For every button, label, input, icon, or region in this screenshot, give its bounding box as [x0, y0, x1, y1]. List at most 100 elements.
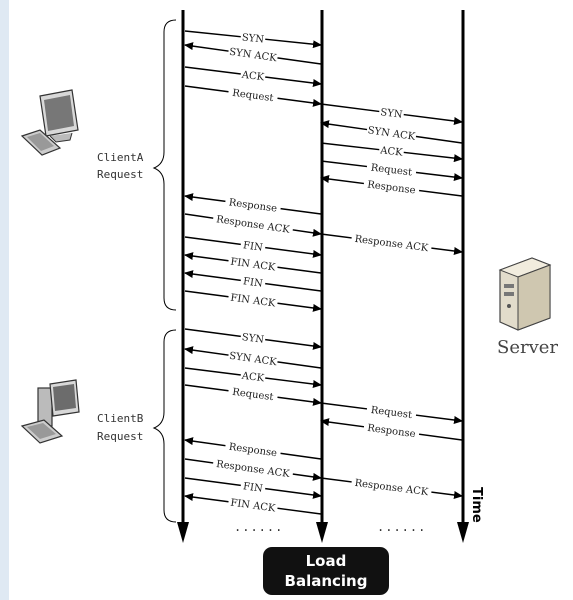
message-label-backdrop [227, 254, 279, 274]
message-label: SYN ACK [228, 351, 277, 369]
message-label-backdrop [227, 349, 279, 368]
message-arrow: Request [320, 160, 463, 182]
message-arrow: Response ACK [320, 475, 463, 499]
clientA-computer-icon [20, 89, 79, 156]
message-label-backdrop [240, 330, 266, 346]
lb-server-ellipsis: ...... [377, 520, 426, 534]
message-arrow: SYN [184, 328, 322, 350]
message-arrow: Response [320, 418, 463, 441]
message-label-backdrop [212, 456, 294, 481]
server-icon [498, 257, 552, 331]
message-label-backdrop [224, 439, 282, 460]
server-lifeline-arrowhead [457, 522, 469, 543]
message-label-backdrop [240, 238, 266, 254]
server-label: Server [497, 337, 558, 358]
message-label: ACK [379, 145, 404, 159]
message-label: SYN [241, 332, 265, 346]
load-balancing-label-line2: Balancing [284, 572, 368, 590]
message-label-backdrop [227, 495, 279, 515]
message-arrow: FIN [184, 236, 322, 258]
message-label: SYN [241, 32, 264, 45]
message-label: FIN ACK [230, 257, 277, 274]
message-arrow: Response [184, 437, 322, 460]
message-arrow: ACK [320, 142, 463, 163]
message-label: Response ACK [215, 459, 290, 480]
message-label-backdrop [378, 143, 405, 159]
message-arrow: Response [184, 193, 322, 215]
message-label: Request [370, 163, 412, 179]
message-arrow: SYN ACK [320, 120, 463, 144]
clientA-label-line1: ClientA [97, 151, 144, 164]
lb-lifeline-arrowhead [316, 522, 328, 543]
message-arrow: ACK [184, 66, 322, 87]
clientB-label-line1: ClientB [97, 412, 144, 425]
message-label: Response [367, 179, 417, 196]
message-label: ACK [240, 371, 265, 385]
message-label: FIN [242, 276, 263, 290]
message-arrow: SYN ACK [184, 42, 322, 65]
client-lifeline-arrowhead [177, 522, 189, 543]
load-balancing-label-line1: Load [305, 552, 347, 570]
message-label-backdrop [366, 160, 417, 179]
message-label-backdrop [212, 212, 294, 236]
clientB-brace [152, 329, 177, 523]
message-label-backdrop [363, 177, 420, 197]
message-label: Response [228, 197, 278, 214]
message-label-backdrop [378, 105, 405, 121]
message-label-backdrop [366, 123, 417, 143]
message-label-backdrop [224, 195, 282, 215]
message-arrow: Response [320, 175, 463, 197]
message-arrow: Request [184, 85, 322, 107]
page-edge [0, 0, 9, 600]
message-label: Request [232, 387, 274, 403]
message-label-backdrop [227, 384, 279, 404]
message-label-backdrop [240, 68, 266, 83]
message-arrow: Request [184, 384, 322, 406]
message-arrow: ACK [184, 367, 322, 388]
message-arrow: FIN ACK [184, 493, 322, 515]
message-label: Response ACK [215, 214, 290, 236]
message-label: FIN [242, 240, 263, 254]
load-balancing-badge: Load Balancing [263, 547, 389, 595]
message-arrow: FIN [184, 477, 322, 499]
message-label-backdrop [240, 369, 266, 384]
message-arrow: SYN [320, 103, 463, 125]
message-label-backdrop [227, 45, 279, 64]
clientA-label-line2: Request [97, 168, 143, 181]
message-arrow: SYN ACK [184, 346, 322, 369]
clientA-brace [152, 19, 177, 311]
message-label: Response ACK [354, 234, 429, 254]
message-label: FIN ACK [230, 293, 277, 310]
message-label-backdrop [240, 30, 266, 46]
message-label: Response [228, 442, 278, 460]
message-label: SYN ACK [228, 47, 277, 65]
message-arrow: Response ACK [184, 212, 322, 237]
message-arrow: Request [320, 402, 463, 424]
message-label-backdrop [227, 290, 279, 310]
message-label: Response ACK [354, 478, 429, 498]
message-label: SYN [380, 107, 404, 121]
message-label-backdrop [227, 85, 279, 105]
message-label: Response [367, 423, 417, 440]
message-label: Request [370, 405, 412, 421]
client-lb-ellipsis: ...... [234, 520, 283, 534]
clientB-label-line2: Request [97, 430, 143, 443]
message-arrow: FIN ACK [184, 290, 322, 312]
message-arrow: FIN ACK [184, 252, 322, 274]
message-arrow: SYN [184, 30, 322, 49]
message-label: FIN ACK [230, 498, 277, 515]
message-arrow: FIN [184, 270, 322, 292]
message-label-backdrop [350, 231, 433, 255]
message-arrow: Response ACK [320, 231, 463, 255]
message-label-backdrop [240, 479, 266, 495]
message-label-backdrop [363, 420, 420, 441]
message-arrow: Response ACK [184, 456, 322, 481]
clientB-computer-icon [20, 379, 80, 444]
message-label: ACK [240, 70, 265, 84]
message-label: Request [232, 88, 274, 104]
message-label-backdrop [366, 402, 417, 422]
time-label: Time [469, 487, 484, 523]
message-label: FIN [242, 481, 263, 495]
message-label-backdrop [350, 475, 433, 499]
